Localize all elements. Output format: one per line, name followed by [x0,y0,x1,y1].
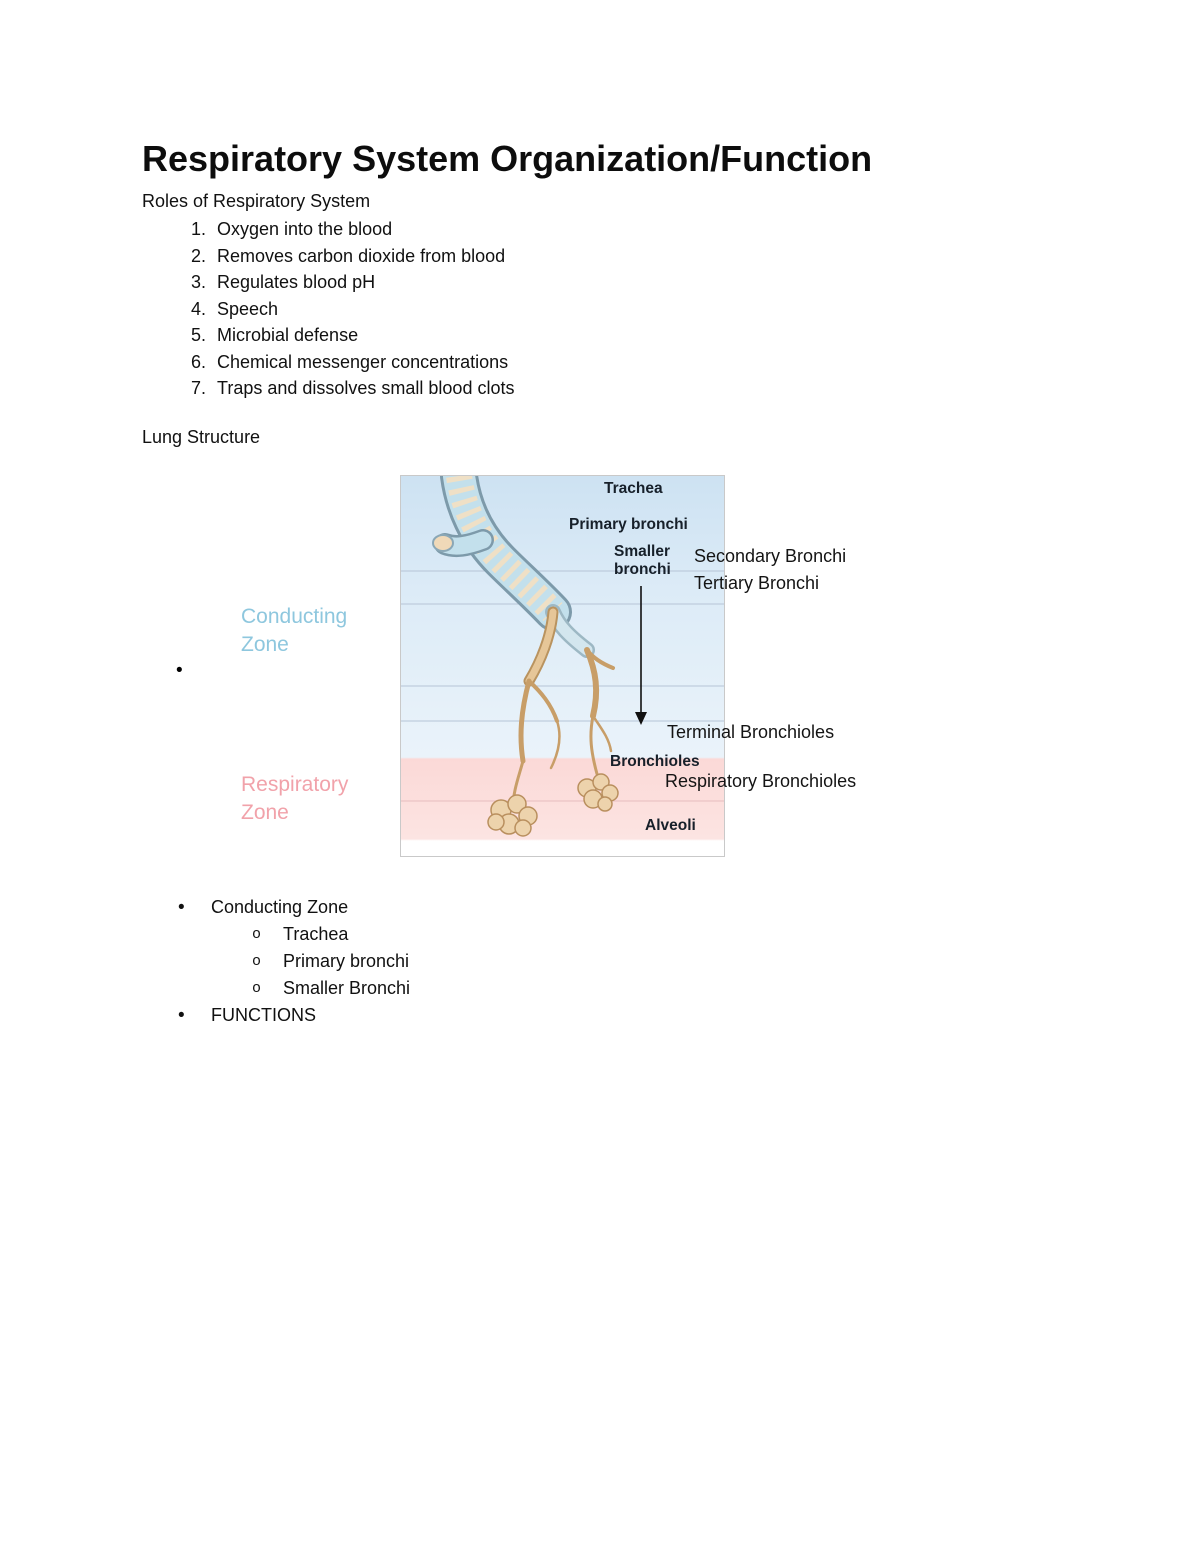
down-arrow-icon [635,586,647,725]
bronchioles-label: Bronchioles [610,753,700,770]
outline-subitem: Primary bronchi [211,948,410,975]
outline-item-conducting-zone: Conducting Zone Trachea Primary bronchi … [161,894,410,1002]
role-item: Removes carbon dioxide from blood [211,243,514,270]
respiratory-bronchioles-annotation: Respiratory Bronchioles [665,771,857,791]
outline-subitem: Smaller Bronchi [211,975,410,1002]
role-item: Microbial defense [211,322,514,349]
respiratory-zone-label: Respiratory Zone [241,773,349,824]
stray-bullet: • [176,660,183,681]
page-title: Respiratory System Organization/Function [142,138,873,179]
outline-subitem: Trachea [211,921,410,948]
conducting-zone-label: Conducting Zone [241,605,348,656]
outline-item-label: Conducting Zone [211,897,349,917]
roles-heading: Roles of Respiratory System [142,191,371,211]
outline-list: Conducting Zone Trachea Primary bronchi … [161,894,410,1029]
roles-list: Oxygen into the blood Removes carbon dio… [176,216,514,402]
terminal-bronchioles-annotation: Terminal Bronchioles [667,722,835,742]
trachea-label: Trachea [604,480,663,497]
conducting-zone-sublist: Trachea Primary bronchi Smaller Bronchi [211,921,410,1002]
lung-illustration [401,476,724,837]
role-item: Chemical messenger concentrations [211,349,514,376]
primary-bronchi-label: Primary bronchi [569,516,688,533]
lung-diagram: Trachea Primary bronchi Smaller bronchi … [400,475,725,857]
lung-structure-heading: Lung Structure [142,427,261,447]
alveoli-label: Alveoli [645,817,696,834]
role-item: Speech [211,296,514,323]
outline-item-label: FUNCTIONS [211,1005,316,1025]
smaller-bronchi-label: Smaller bronchi [614,543,671,578]
outline-item-functions: FUNCTIONS [161,1002,410,1029]
role-item: Oxygen into the blood [211,216,514,243]
tertiary-bronchi-annotation: Tertiary Bronchi [694,573,820,593]
secondary-bronchi-annotation: Secondary Bronchi [694,546,847,566]
role-item: Regulates blood pH [211,269,514,296]
role-item: Traps and dissolves small blood clots [211,375,514,402]
